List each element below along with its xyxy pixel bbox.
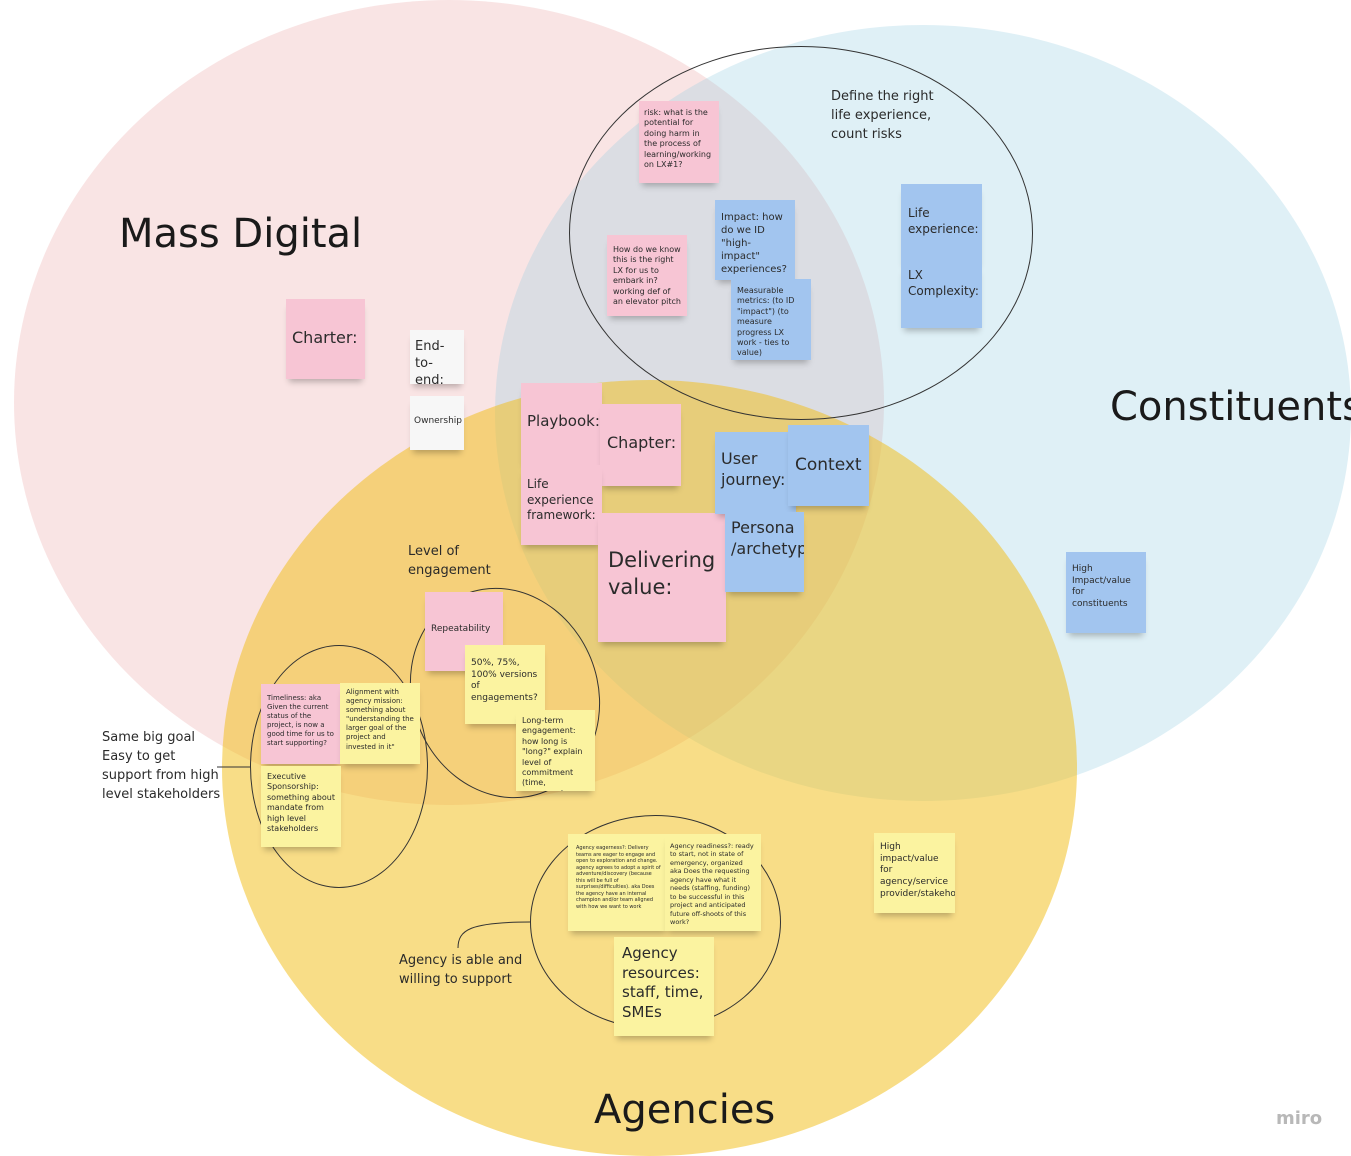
end-to-end-note[interactable]: End-to-end: xyxy=(410,330,464,384)
define-right-lx-label[interactable]: Define the right life experience, count … xyxy=(831,89,934,142)
constituents-title: Constituents xyxy=(1110,384,1351,430)
stakeholder-ellipse[interactable] xyxy=(250,645,428,888)
user-journey-note[interactable]: User journey: xyxy=(715,432,796,514)
agency-connector xyxy=(457,921,531,949)
how-know-note[interactable]: How do we know this is the right LX for … xyxy=(607,235,687,316)
chapter-note[interactable]: Chapter: xyxy=(600,404,681,486)
impact-note[interactable]: Impact: how do we ID "high-impact" exper… xyxy=(715,200,795,280)
lx-risk-ellipse[interactable] xyxy=(569,46,1033,420)
agencies-title: Agencies xyxy=(594,1087,776,1133)
lx-complexity-note[interactable]: LX Complexity: xyxy=(901,264,982,328)
high-impact-agency-note[interactable]: High impact/value for agency/service pro… xyxy=(874,833,955,913)
miro-logo: miro xyxy=(1276,1108,1323,1129)
playbook-note[interactable]: Playbook: xyxy=(521,383,602,465)
measurable-note[interactable]: Measurable metrics: (to ID "impact") (to… xyxy=(731,279,811,360)
ownership-note[interactable]: Ownership xyxy=(410,396,464,450)
mass-digital-title: Mass Digital xyxy=(119,211,363,257)
charter-note[interactable]: Charter: xyxy=(286,299,365,379)
alignment-note[interactable]: Alignment with agency mission: something… xyxy=(340,683,420,764)
agency-readiness-note[interactable]: Agency readiness?: ready to start, not i… xyxy=(665,834,761,931)
agency-able-label[interactable]: Agency is able and willing to support xyxy=(399,953,523,987)
agency-resources-note[interactable]: Agency resources: staff, time, SMEs xyxy=(614,937,714,1036)
level-of-engagement-label[interactable]: Level of engagement xyxy=(408,544,491,578)
high-impact-constituents-note[interactable]: High Impact/value for constituents xyxy=(1066,552,1146,633)
delivering-value-note[interactable]: Delivering value: xyxy=(598,513,726,642)
exec-sponsorship-note[interactable]: Executive Sponsorship: something about m… xyxy=(261,766,341,847)
timeliness-note[interactable]: Timeliness: aka Given the current status… xyxy=(261,684,342,764)
lx-framework-note[interactable]: Life experience framework: xyxy=(521,465,602,545)
persona-note[interactable]: Persona /archetype: xyxy=(725,512,804,592)
same-big-goal-label[interactable]: Same big goal Easy to get support from h… xyxy=(102,730,221,802)
life-experience-note[interactable]: Life experience: xyxy=(901,184,982,265)
long-term-note[interactable]: Long-term engagement: how long is "long?… xyxy=(516,710,595,791)
risk-note[interactable]: risk: what is the potential for doing ha… xyxy=(639,101,719,183)
agency-eagerness-note[interactable]: Agency eagerness?: Delivery teams are ea… xyxy=(568,834,669,931)
context-note[interactable]: Context xyxy=(788,425,869,506)
